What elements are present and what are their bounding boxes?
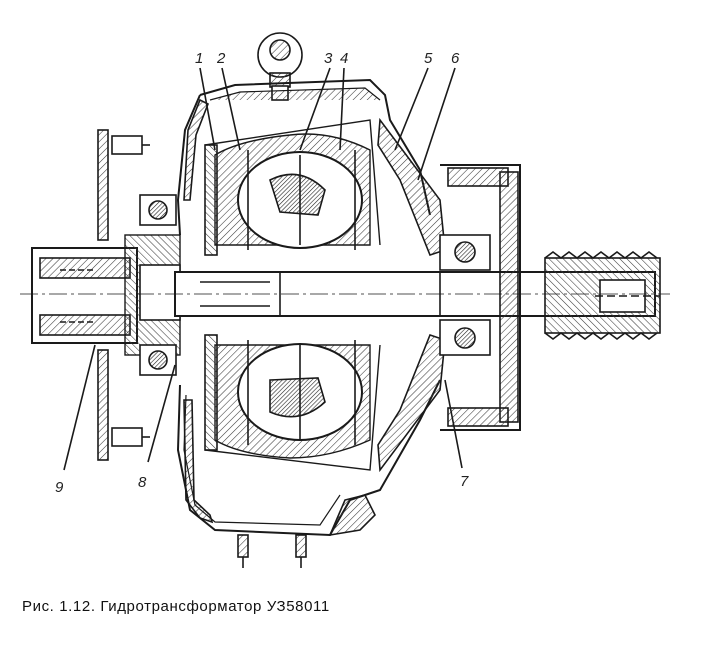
callout-8: 8 [138, 474, 147, 491]
torus-upper [214, 133, 371, 250]
callout-6: 6 [451, 50, 460, 67]
bearing-right-upper [439, 234, 491, 271]
drawing-lines [20, 32, 670, 568]
figure-caption: Рис. 1.12. Гидротрансформатор УЗ58011 [22, 598, 330, 615]
callout-9: 9 [55, 479, 64, 496]
left-bracket-lower [97, 349, 109, 461]
torus-lower [214, 340, 371, 459]
bearing-left-lower [139, 344, 177, 376]
left-bracket-upper [97, 129, 109, 241]
housing-upper [199, 78, 431, 216]
callout-4: 4 [340, 50, 348, 67]
output-flange [440, 164, 521, 431]
callout-3: 3 [324, 50, 333, 67]
bearing-left-upper [139, 194, 177, 226]
callout-1: 1 [195, 50, 203, 67]
callout-labels: 1 2 3 4 5 6 7 8 9 [55, 50, 469, 496]
bearing-right-lower [439, 319, 491, 356]
callout-5: 5 [424, 50, 433, 67]
callout-2: 2 [216, 50, 226, 67]
callout-7: 7 [460, 473, 469, 490]
